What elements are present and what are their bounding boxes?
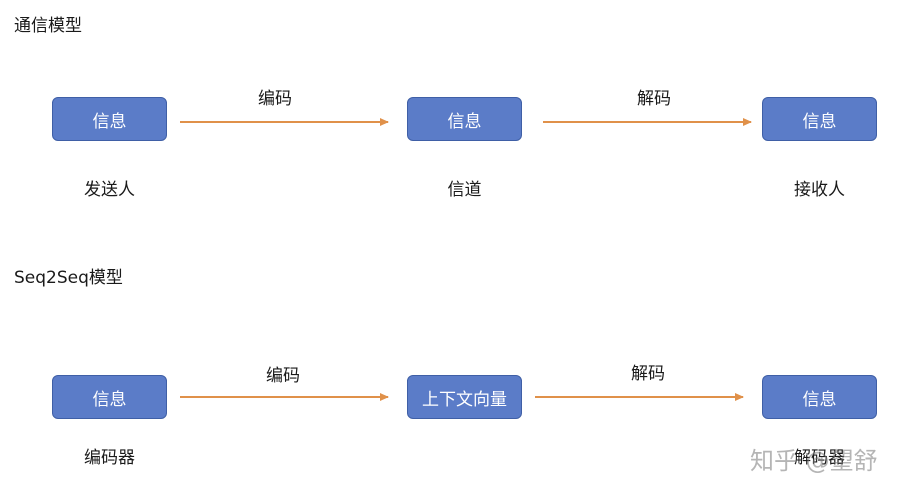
node-label-decoder: 解码器 [794, 448, 845, 468]
node-box-context-vector: 上下文向量 [407, 375, 522, 419]
watermark: 知乎 @望舒 [750, 447, 878, 475]
node-box-encoder: 信息 [52, 375, 167, 419]
edge-label-decode: 解码 [637, 89, 671, 109]
node-label-encoder: 编码器 [84, 448, 135, 468]
section-title-seq2seq: Seq2Seq模型 [14, 268, 123, 288]
node-box-channel: 信息 [407, 97, 522, 141]
edge-label-encode: 编码 [258, 89, 292, 109]
node-box-decoder: 信息 [762, 375, 877, 419]
node-label-receiver: 接收人 [794, 180, 845, 200]
edge-label-encode: 编码 [266, 366, 300, 386]
node-label-sender: 发送人 [84, 180, 135, 200]
section-title-communication: 通信模型 [14, 16, 82, 36]
node-label-channel: 信道 [447, 180, 482, 200]
node-box-receiver: 信息 [762, 97, 877, 141]
edge-label-decode: 解码 [631, 364, 665, 384]
node-box-sender: 信息 [52, 97, 167, 141]
